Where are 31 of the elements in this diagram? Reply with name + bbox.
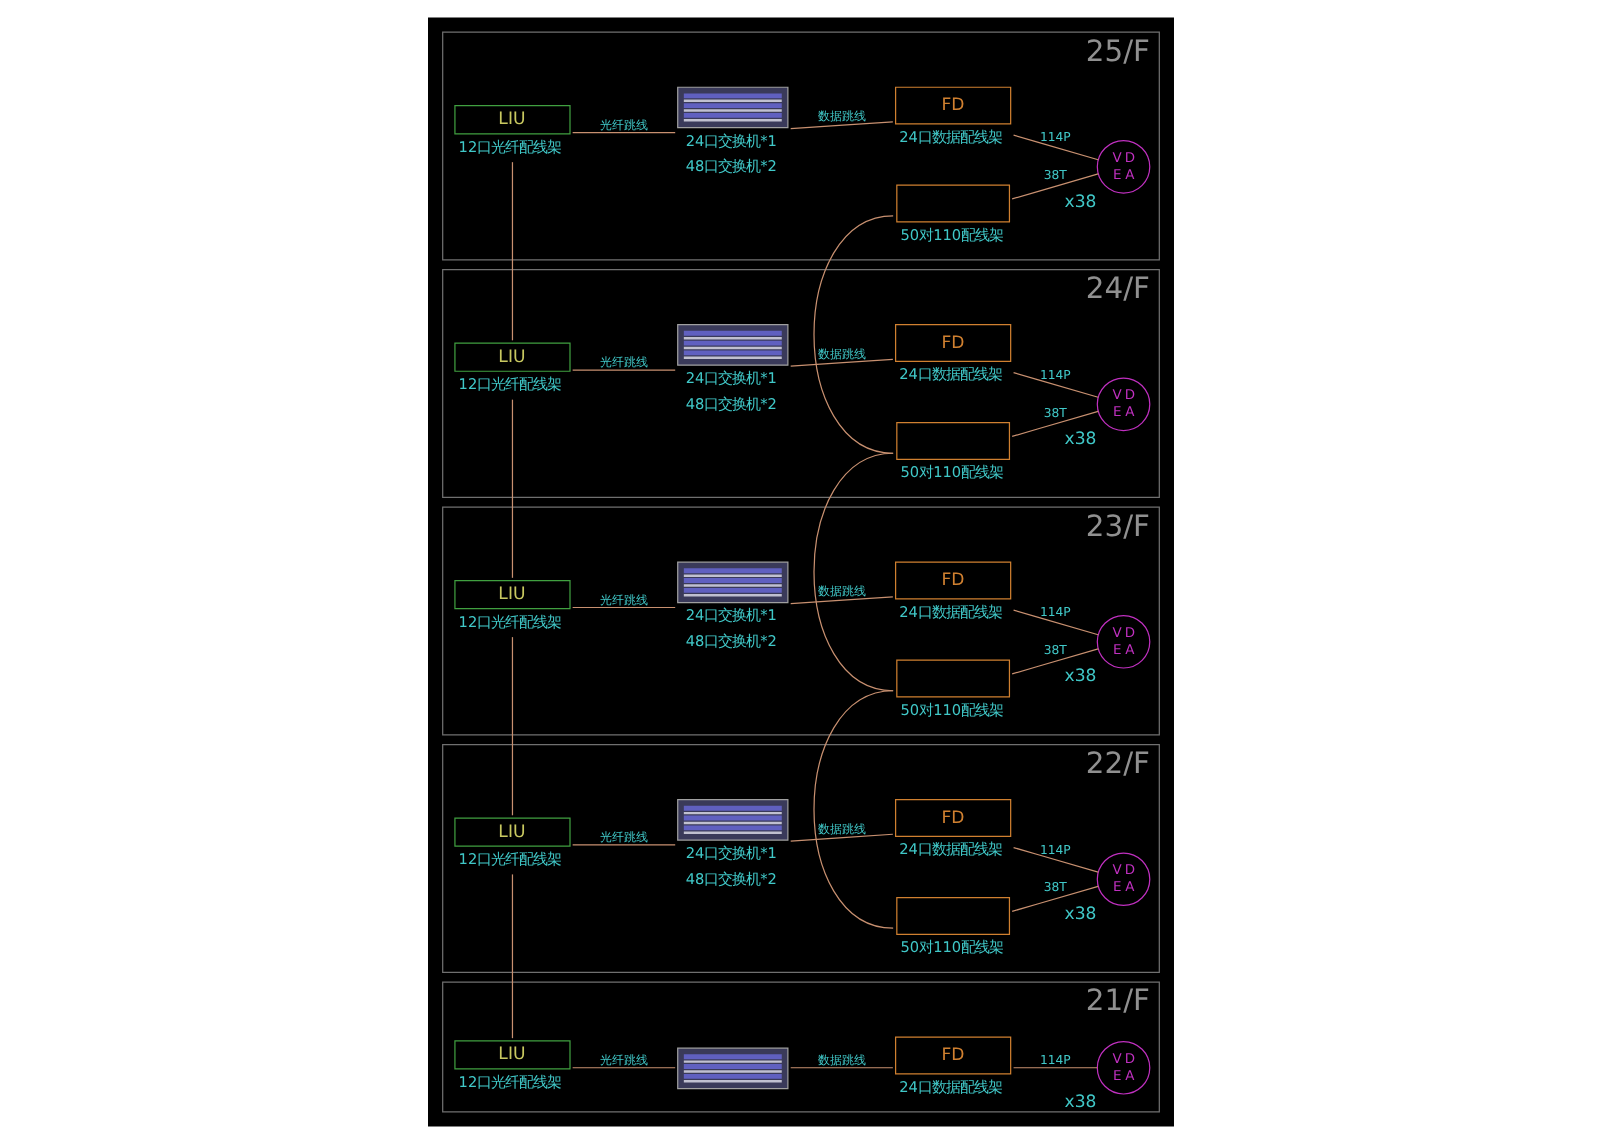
- connector: [1011, 609, 1098, 636]
- connector: [571, 844, 675, 846]
- node-label: x38: [1063, 1093, 1096, 1114]
- connector: [1011, 846, 1098, 873]
- connector: [789, 596, 893, 605]
- connector: [510, 636, 513, 816]
- node-label: x38: [1063, 429, 1096, 450]
- connector: [1010, 173, 1098, 200]
- connector: [812, 452, 893, 692]
- connector: [571, 606, 675, 609]
- connector: [571, 131, 675, 134]
- connector: [1010, 648, 1098, 675]
- connector: [510, 873, 513, 1039]
- connector: [789, 1067, 893, 1069]
- node-label: x38: [1063, 667, 1096, 688]
- connector: [510, 399, 513, 579]
- connector: [1011, 1067, 1097, 1069]
- node-label: x38: [1063, 904, 1096, 925]
- connector: [812, 215, 893, 454]
- connector: [789, 833, 893, 842]
- connector: [1010, 885, 1098, 912]
- connector: [571, 369, 675, 371]
- connector: [789, 121, 893, 130]
- connector: [1011, 371, 1098, 398]
- connector: [789, 358, 893, 367]
- connector: [571, 1067, 675, 1069]
- connector: [1010, 410, 1098, 438]
- connector: [1011, 134, 1098, 161]
- connector: [812, 690, 893, 929]
- connector: [510, 161, 513, 341]
- node-label: x38: [1063, 192, 1096, 213]
